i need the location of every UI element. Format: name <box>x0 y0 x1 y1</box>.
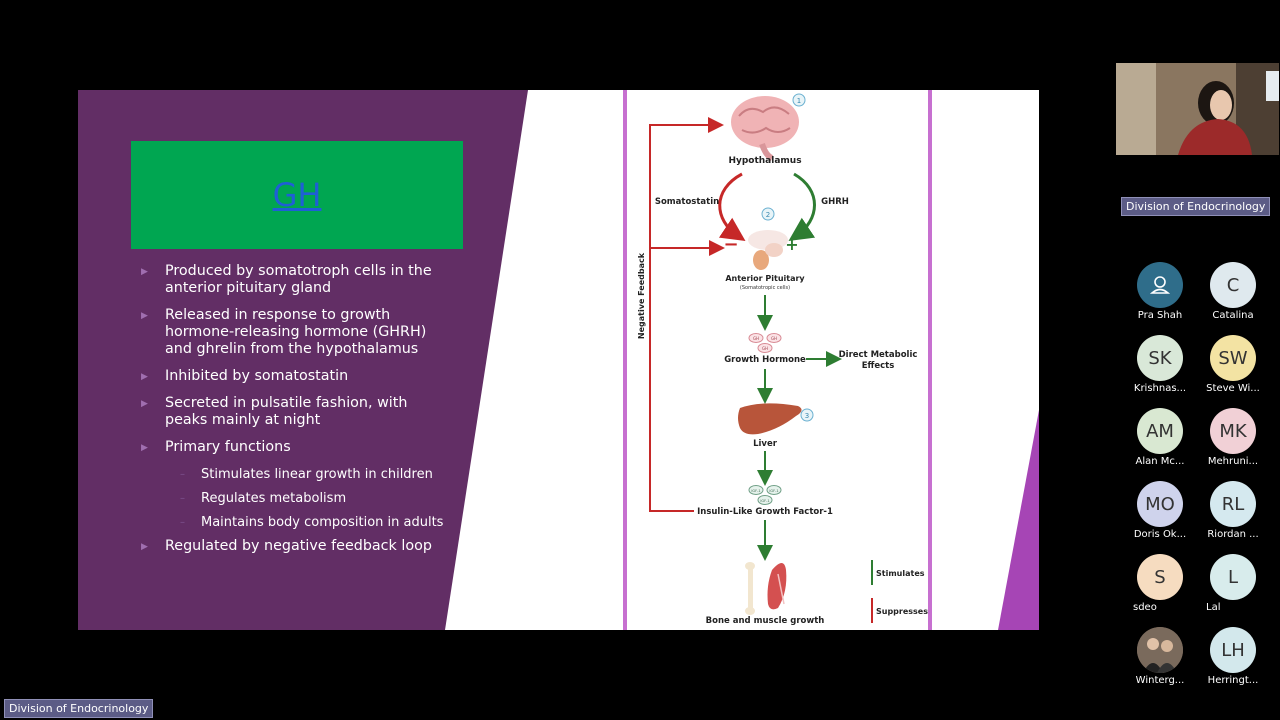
participant-name: Krishnas... <box>1133 383 1187 394</box>
negative-feedback-label: Negative Feedback <box>637 252 646 339</box>
participant-name: Catalina <box>1212 310 1254 321</box>
svg-text:IGF-1: IGF-1 <box>769 489 778 493</box>
diagram-left-border <box>623 90 627 630</box>
svg-text:IGF-1: IGF-1 <box>760 499 769 503</box>
bone-icon <box>745 562 755 615</box>
participant-tile[interactable]: L Lal <box>1198 554 1268 613</box>
bullet-item: Regulated by negative feedback loop <box>138 538 448 556</box>
participant-name: Winterg... <box>1135 675 1185 686</box>
sub-bullet-item: Maintains body composition in adults <box>138 514 448 531</box>
sub-bullet-item: Stimulates linear growth in children <box>138 466 448 483</box>
participant-name: Riordan ... <box>1207 529 1259 540</box>
minus-sign: − <box>723 234 738 255</box>
participant-name: sdeo <box>1133 602 1157 613</box>
person-icon <box>1149 276 1171 294</box>
ghrh-arrow <box>788 172 816 241</box>
avatar <box>1137 262 1183 308</box>
avatar: LH <box>1210 627 1256 673</box>
shared-slide: GH Produced by somatotroph cells in the … <box>78 90 1039 630</box>
slide-title-link[interactable]: GH <box>272 176 322 214</box>
avatar: SW <box>1210 335 1256 381</box>
bullet-item: Inhibited by somatostatin <box>138 368 448 386</box>
gh-molecules-icon: GH GH GH <box>748 333 782 353</box>
step-2-badge-label: 2 <box>766 211 770 219</box>
feedback-line <box>649 117 724 512</box>
sub-bullet-item: Regulates metabolism <box>138 490 448 507</box>
svg-text:GH: GH <box>771 336 777 341</box>
participant-name: Alan Mc... <box>1135 456 1185 467</box>
somatostatin-label: Somatostatin <box>655 197 719 207</box>
participant-tile[interactable]: Winterg... <box>1125 627 1195 686</box>
liver-label: Liver <box>753 439 778 449</box>
avatar: RL <box>1210 481 1256 527</box>
anterior-pituitary-label: Anterior Pituitary <box>725 274 805 283</box>
bullet-item: Secreted in pulsatile fashion, with peak… <box>138 395 448 429</box>
muscle-icon <box>767 563 787 610</box>
svg-text:GH: GH <box>753 336 759 341</box>
brain-icon <box>731 96 799 161</box>
participant-tile[interactable]: AM Alan Mc... <box>1125 408 1195 467</box>
photo-avatar <box>1137 627 1183 673</box>
step-3-badge <box>800 408 814 422</box>
direct-metabolic-label-2: Effects <box>862 361 895 371</box>
participant-tile[interactable]: RL Riordan ... <box>1198 481 1268 540</box>
step-1-badge-label: 1 <box>797 97 801 105</box>
participant-tile[interactable]: Pra Shah <box>1125 262 1195 321</box>
somatotropic-cells-label: (Somatotropic cells) <box>740 285 790 291</box>
diagram-right-border <box>928 90 932 630</box>
avatar: MK <box>1210 408 1256 454</box>
ghrh-label: GHRH <box>821 197 849 207</box>
participant-name: Doris Ok... <box>1133 529 1187 540</box>
participant-tile[interactable]: MK Mehruni... <box>1198 408 1268 467</box>
bullet-item: Produced by somatotroph cells in the ant… <box>138 263 448 297</box>
svg-text:GH: GH <box>762 346 768 351</box>
avatar: L <box>1210 554 1256 600</box>
participant-name: Steve Wi... <box>1206 383 1260 394</box>
title-box: GH <box>131 141 463 249</box>
legend-suppresses-label: Suppresses <box>876 607 928 616</box>
photo-avatar-image <box>1137 627 1183 673</box>
somatostatin-arrow <box>718 172 746 241</box>
shared-screen-name-tag: Division of Endocrinology <box>4 699 154 718</box>
participant-name: Mehruni... <box>1207 456 1259 467</box>
participant-tile[interactable]: LH Herringt... <box>1198 627 1268 686</box>
plus-sign: + <box>785 235 798 254</box>
step-1-badge <box>792 93 806 107</box>
avatar: SK <box>1137 335 1183 381</box>
participant-name: Lal <box>1206 602 1221 613</box>
active-speaker-video[interactable] <box>1116 63 1279 155</box>
participant-name: Herringt... <box>1207 675 1259 686</box>
step-2-badge <box>761 207 775 221</box>
igf-molecules-icon: IGF-1 IGF-1 IGF-1 <box>748 485 782 505</box>
svg-text:IGF-1: IGF-1 <box>751 489 760 493</box>
legend-stimulates-label: Stimulates <box>876 569 925 578</box>
participant-tile[interactable]: C Catalina <box>1198 262 1268 321</box>
hypothalamus-label: Hypothalamus <box>728 156 801 166</box>
avatar: AM <box>1137 408 1183 454</box>
bullet-item: Primary functions <box>138 439 448 457</box>
avatar: S <box>1137 554 1183 600</box>
bullet-item: Released in response to growth hormone-r… <box>138 307 448 358</box>
speaker-video-frame <box>1116 63 1279 155</box>
participant-name: Pra Shah <box>1137 310 1183 321</box>
bone-muscle-label: Bone and muscle growth <box>706 616 825 626</box>
participant-tile[interactable]: SW Steve Wi... <box>1198 335 1268 394</box>
speaker-name-tag: Division of Endocrinology <box>1121 197 1271 216</box>
avatar: MO <box>1137 481 1183 527</box>
growth-hormone-label: Growth Hormone <box>724 355 806 365</box>
pituitary-icon <box>748 230 788 270</box>
liver-icon <box>738 403 802 435</box>
step-3-badge-label: 3 <box>805 412 809 420</box>
igf1-label: Insulin-Like Growth Factor-1 <box>697 507 833 517</box>
bullet-list: Produced by somatotroph cells in the ant… <box>138 263 448 565</box>
participant-tile[interactable]: S sdeo <box>1125 554 1195 613</box>
avatar: C <box>1210 262 1256 308</box>
direct-metabolic-label-1: Direct Metabolic <box>839 350 918 360</box>
participant-tile[interactable]: MO Doris Ok... <box>1125 481 1195 540</box>
gh-axis-diagram: Negative Feedback 1 Hypothalamus Somatos… <box>622 90 932 630</box>
participant-tile[interactable]: SK Krishnas... <box>1125 335 1195 394</box>
